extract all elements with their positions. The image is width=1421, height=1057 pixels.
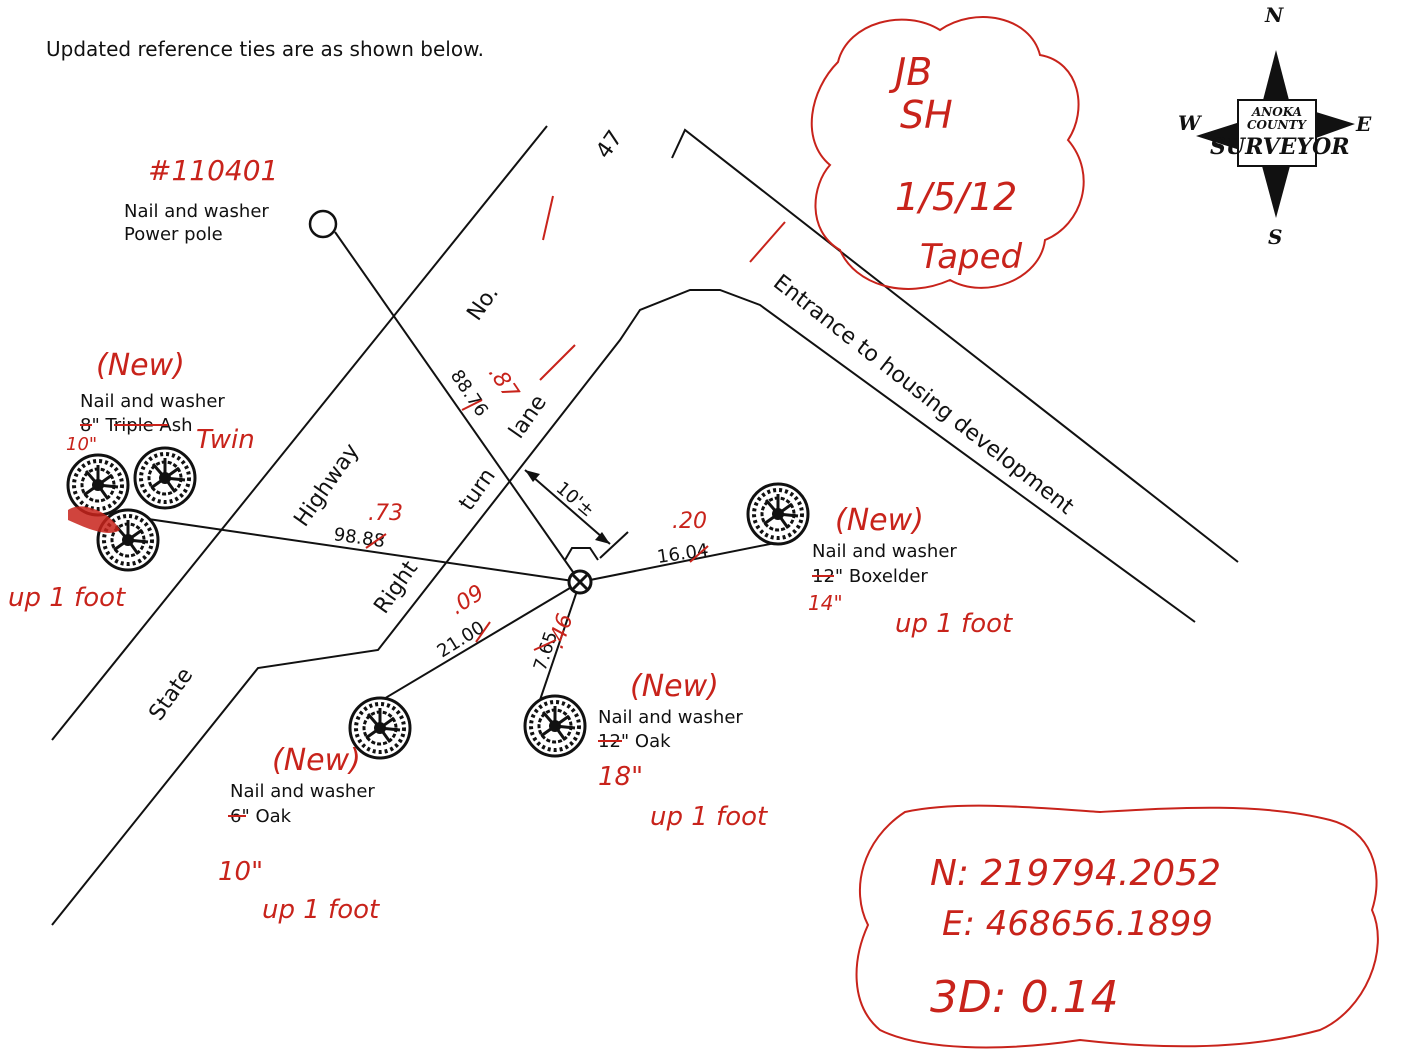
curb-symbol xyxy=(564,547,599,561)
compass-west-label: W xyxy=(1178,111,1203,135)
survey-date: 1/5/12 xyxy=(895,175,1017,219)
coordinates-cloud xyxy=(855,804,1379,1049)
oak-right-new-size: 18" xyxy=(598,762,643,792)
tie-line-ash xyxy=(99,511,581,583)
offset-tick xyxy=(599,531,629,559)
tree-ash-icon xyxy=(66,453,130,517)
boxelder-label-1: Nail and washer xyxy=(812,541,957,562)
compass-north-label: N xyxy=(1264,3,1284,27)
road-label-turn: turn xyxy=(454,464,500,515)
tie-line-boxelder xyxy=(579,542,776,583)
tree-ash-icon xyxy=(133,446,197,510)
oak-right-uplift-note: up 1 foot xyxy=(650,802,768,832)
distance-boxelder-old: 16.04 xyxy=(656,540,710,568)
monument-marker-icon xyxy=(567,569,593,595)
distance-ash-new: .73 xyxy=(368,501,403,526)
road-label-right: Right xyxy=(369,556,423,618)
compass-south-label: S xyxy=(1268,225,1282,249)
arrow-head-icon xyxy=(595,532,610,544)
oak-left-new-size: 10" xyxy=(218,857,263,887)
arrow-head-icon xyxy=(525,470,540,482)
boxelder-species: " Boxelder xyxy=(835,566,928,587)
offset-dimension-line xyxy=(524,469,611,545)
distance-oak-right-new: .46 xyxy=(544,611,579,652)
monument-id: #110401 xyxy=(148,154,278,187)
tie-line-power-pole xyxy=(334,231,581,583)
offset-distance: 10'± xyxy=(552,478,598,522)
ash-label-1: Nail and washer xyxy=(80,391,225,412)
tie-line-oak-left xyxy=(371,581,581,707)
strike-mark xyxy=(475,621,491,643)
oak-right-new-tag: (New) xyxy=(630,669,719,704)
check-mark xyxy=(749,221,786,263)
power-pole-icon xyxy=(308,209,338,239)
oak-left-uplift-note: up 1 foot xyxy=(262,895,380,925)
boxelder-new-tag: (New) xyxy=(835,503,924,538)
highway-west-edge xyxy=(51,125,548,741)
distance-oak-left-new: .09 xyxy=(446,580,489,620)
boxelder-label-2: 12" Boxelder xyxy=(812,566,928,587)
tie-line-oak-right xyxy=(539,581,581,701)
ash-new-size: 10" xyxy=(66,434,97,455)
oak-right-label-1: Nail and washer xyxy=(598,707,743,728)
oak-right-species: " Oak xyxy=(621,731,671,752)
road-label-no: No. xyxy=(462,281,503,325)
turn-lane-east-edge xyxy=(51,289,1196,926)
ash-twin-note: Twin xyxy=(196,425,255,455)
entrance-north-edge xyxy=(671,128,1239,563)
road-label-highway: Highway xyxy=(289,439,364,531)
header-note: Updated reference ties are as shown belo… xyxy=(46,37,484,61)
survey-method: Taped xyxy=(920,237,1023,277)
ash-uplift-note: up 1 foot xyxy=(8,583,126,613)
strike-mark xyxy=(689,545,709,563)
red-marking xyxy=(68,506,120,533)
road-label-state: State xyxy=(144,663,198,725)
distance-power-pole-new: .87 xyxy=(483,361,523,404)
boxelder-uplift-note: up 1 foot xyxy=(895,609,1013,639)
tree-oak-right-icon xyxy=(523,694,587,758)
tree-boxelder-icon xyxy=(746,482,810,546)
boxelder-new-size: 14" xyxy=(808,591,843,615)
power-pole-label-2: Power pole xyxy=(124,224,223,245)
oak-left-new-tag: (New) xyxy=(272,743,361,778)
strike-mark xyxy=(533,639,557,651)
distance-oak-left-old: 21.00 xyxy=(434,617,489,662)
compass-east-label: E xyxy=(1355,112,1372,136)
north-arrow-logo: N S W E ANOKA COUNTY SURVEYOR xyxy=(1178,3,1372,249)
logo-text-county: COUNTY xyxy=(1247,118,1307,132)
check-mark xyxy=(539,344,576,381)
crew-initials-2: SH xyxy=(900,93,953,137)
strike-mark xyxy=(365,533,387,549)
road-label-entrance: Entrance to housing development xyxy=(768,270,1078,520)
crew-initials-1: JB xyxy=(888,50,932,94)
distance-boxelder-new: .20 xyxy=(672,509,707,534)
strike-mark xyxy=(461,399,483,411)
logo-text-anoka: ANOKA xyxy=(1251,105,1302,119)
coordinate-north: N: 219794.2052 xyxy=(930,853,1221,894)
logo-text-surveyor: SURVEYOR xyxy=(1210,134,1350,160)
oak-left-species: " Oak xyxy=(241,806,291,827)
road-label-route-number: 47 xyxy=(591,126,628,163)
check-mark xyxy=(542,195,554,241)
coordinate-east: E: 468656.1899 xyxy=(942,904,1213,944)
field-notes-cloud xyxy=(810,16,1085,290)
power-pole-label-1: Nail and washer xyxy=(124,201,269,222)
oak-left-label-1: Nail and washer xyxy=(230,781,375,802)
ash-new-tag: (New) xyxy=(96,348,185,383)
coordinate-3d: 3D: 0.14 xyxy=(930,972,1119,1023)
